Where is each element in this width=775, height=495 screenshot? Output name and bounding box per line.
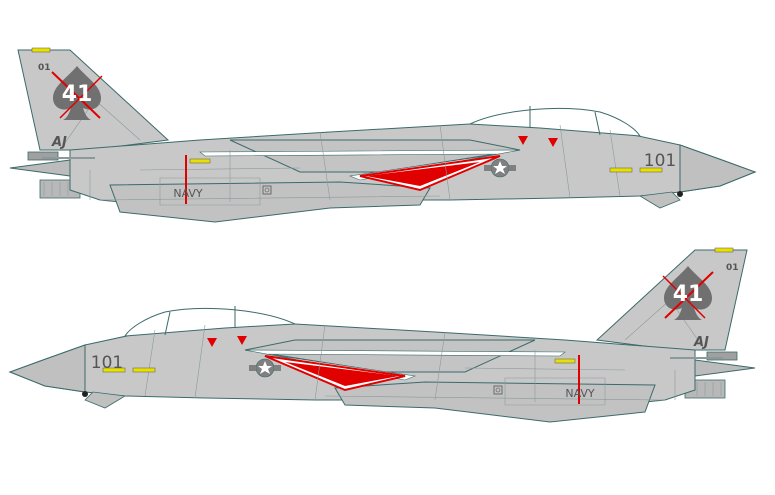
service-label-bottom: NAVY [565,387,595,400]
aircraft-left-side [10,48,755,222]
tail-code-top: AJ [51,135,67,150]
squadron-number-top: 41 [62,82,93,107]
service-label-top: NAVY [173,187,203,200]
aircraft-left-markings: 41 01 AJ NAVY 101 [38,63,676,200]
tail-code-bottom: AJ [693,335,709,350]
nose-number-bottom: 101 [91,353,123,373]
squadron-number-bottom: 41 [673,282,704,307]
tail-modex-bottom: 01 [726,263,739,273]
aircraft-right-markings: 41 01 AJ NAVY 101 [91,263,739,400]
nose-number-top: 101 [644,151,676,171]
aircraft-right-side [10,248,755,422]
tail-modex-top: 01 [38,63,51,73]
